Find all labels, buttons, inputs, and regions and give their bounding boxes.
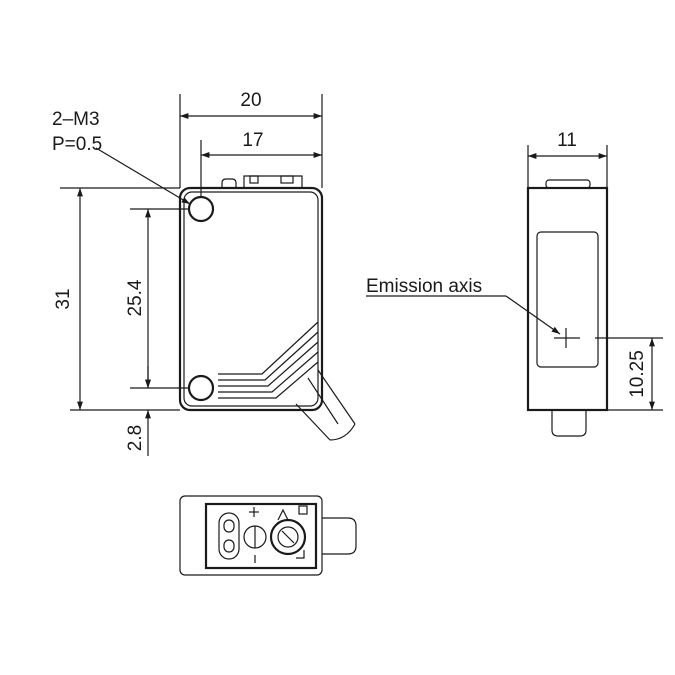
dim-depth-11: 11 <box>557 130 577 151</box>
rear-panel <box>204 502 318 570</box>
plus-icon <box>249 507 259 517</box>
front-dimensions: 20 17 31 25.4 2.8 2–M3 P=0.5 <box>52 90 323 456</box>
grip-ribs <box>218 321 319 399</box>
front-body-inner <box>183 191 319 407</box>
dial-pointer-icon <box>277 508 289 521</box>
indicator-led <box>298 505 308 515</box>
corner-mark <box>296 550 305 559</box>
side-body <box>526 186 609 412</box>
dim-hole-spacing-25-4: 25.4 <box>125 279 146 316</box>
callout-pitch: P=0.5 <box>52 134 102 155</box>
top-slot-right <box>280 175 294 184</box>
dim-hole-pitch-17: 17 <box>242 130 263 151</box>
side-cable <box>551 410 587 437</box>
top-slot-left <box>249 175 259 184</box>
front-body <box>178 186 324 412</box>
side-dimensions: 11 10.25 <box>527 130 663 411</box>
sensitivity-dial-slot <box>281 530 295 544</box>
rear-slot-outline <box>218 512 240 560</box>
mounting-hole-bottom <box>187 374 215 402</box>
callout-thread: 2–M3 <box>52 109 100 130</box>
side-top-cap <box>545 179 591 189</box>
rear-slot-top <box>223 519 235 533</box>
side-view: Emission axis <box>366 179 609 437</box>
rear-cable <box>322 517 357 555</box>
emission-axis-label: Emission axis <box>366 276 482 297</box>
emission-window <box>536 231 599 368</box>
rear-body <box>179 495 323 576</box>
dim-axis-10-25: 10.25 <box>627 350 648 398</box>
dim-height-31: 31 <box>53 288 74 309</box>
rear-view <box>179 495 357 576</box>
dim-offset-2-8: 2.8 <box>125 425 146 451</box>
top-connector <box>243 175 303 188</box>
dim-width-20: 20 <box>240 90 261 111</box>
mounting-hole-top <box>187 195 215 223</box>
top-pin <box>221 178 237 188</box>
cable-gland <box>295 369 356 441</box>
front-view <box>178 175 356 441</box>
rear-slot-bottom <box>223 539 235 553</box>
sensitivity-dial-inner <box>277 526 299 548</box>
